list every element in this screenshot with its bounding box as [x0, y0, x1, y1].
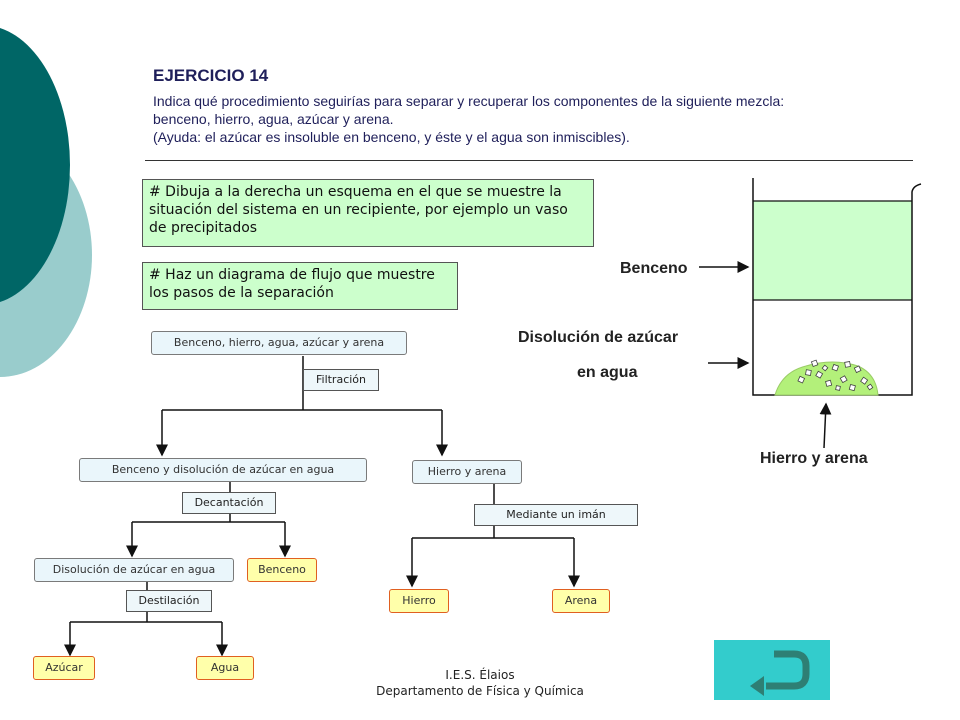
- statement-line: Indica qué procedimiento seguirías para …: [153, 93, 785, 109]
- label-benzene: Benceno: [620, 260, 688, 277]
- node-solids: Hierro y arena: [412, 460, 522, 484]
- node-solution: Disolución de azúcar en agua: [34, 558, 234, 582]
- dark-teal-circle: [0, 27, 70, 303]
- statement-line: (Ayuda: el azúcar es insoluble en bencen…: [153, 129, 630, 145]
- footer-school: I.E.S. Élaios: [445, 668, 515, 682]
- footer: I.E.S. Élaios Departamento de Física y Q…: [360, 667, 600, 699]
- final-iron: Hierro: [389, 589, 449, 613]
- beaker-outline: [752, 178, 922, 396]
- node-mixture: Benceno, hierro, agua, azúcar y arena: [151, 331, 407, 355]
- note-draw-schema: # Dibuja a la derecha un esquema en el q…: [142, 179, 594, 247]
- label-solution-line2: en agua: [577, 364, 638, 381]
- node-liquid: Benceno y disolución de azúcar en agua: [79, 458, 367, 482]
- exercise-statement: Indica qué procedimiento seguirías para …: [153, 92, 893, 146]
- back-button[interactable]: [714, 640, 830, 700]
- step-decantation: Decantación: [182, 492, 276, 514]
- step-magnet: Mediante un imán: [474, 504, 638, 526]
- return-arrow-icon: [750, 650, 810, 696]
- note-flow-diagram: # Haz un diagrama de flujo que muestre l…: [142, 262, 458, 310]
- final-water: Agua: [196, 656, 254, 680]
- final-benzene: Benceno: [247, 558, 317, 582]
- divider: [145, 160, 913, 161]
- decorative-circles: [0, 27, 92, 377]
- final-sugar: Azúcar: [33, 656, 95, 680]
- step-filtration: Filtración: [303, 369, 379, 391]
- iron-particles: [797, 359, 874, 392]
- final-sand: Arena: [552, 589, 610, 613]
- exercise-title: EJERCICIO 14: [153, 66, 269, 85]
- statement-line: benceno, hierro, agua, azúcar y arena.: [153, 111, 394, 127]
- benzene-layer: [753, 201, 912, 300]
- label-solution-line1: Disolución de azúcar: [518, 329, 679, 346]
- arrow-solids: [819, 402, 832, 449]
- label-solids: Hierro y arena: [760, 450, 868, 467]
- footer-department: Departamento de Física y Química: [376, 684, 584, 698]
- step-distillation: Destilación: [126, 590, 212, 612]
